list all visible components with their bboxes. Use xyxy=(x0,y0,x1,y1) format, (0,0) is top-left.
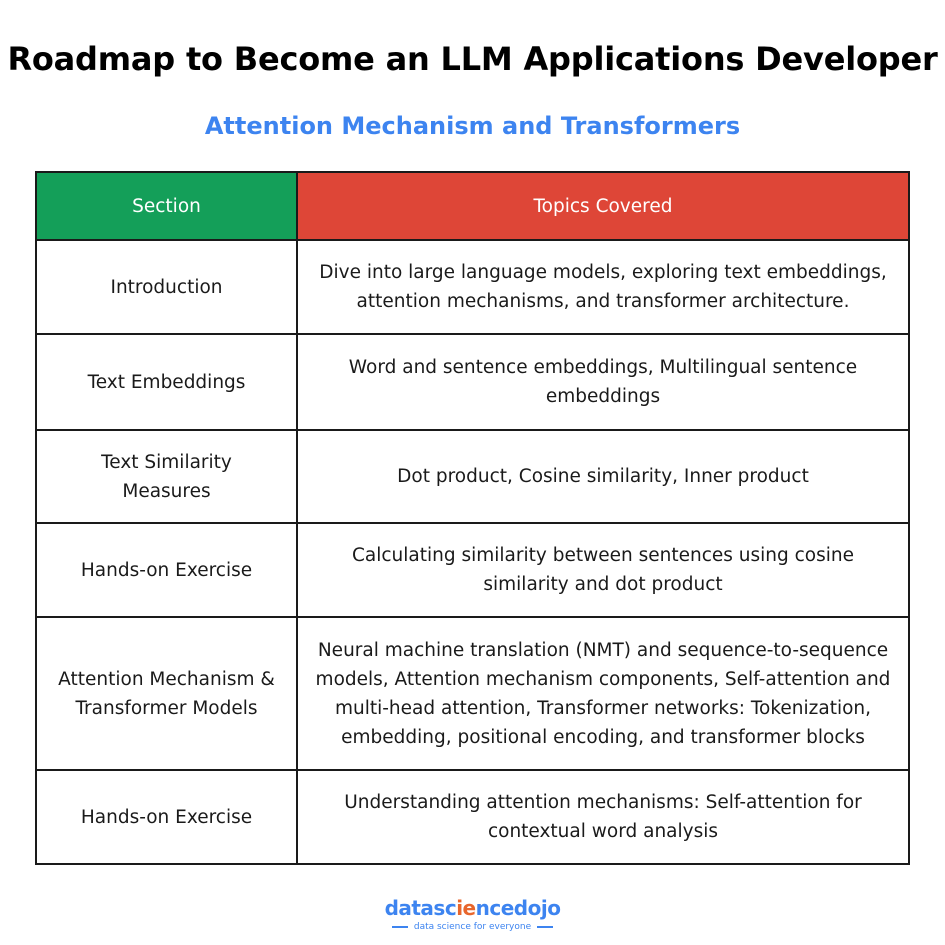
table-row: Text Embeddings Word and sentence embedd… xyxy=(35,333,910,431)
tagline-text: data science for everyone xyxy=(413,922,532,932)
table-row: Hands-on Exercise Understanding attentio… xyxy=(35,769,910,865)
logo-word-accent: ie xyxy=(456,896,476,920)
section-cell: Hands-on Exercise xyxy=(35,522,298,618)
topics-cell: Neural machine translation (NMT) and seq… xyxy=(296,616,910,771)
section-cell: Hands-on Exercise xyxy=(35,769,298,865)
table-row: Text Similarity Measures Dot product, Co… xyxy=(35,429,910,524)
tagline-divider-right xyxy=(537,926,554,928)
brand-logo: datasciencedojo data science for everyon… xyxy=(0,896,945,932)
topics-cell: Word and sentence embeddings, Multilingu… xyxy=(296,333,910,431)
section-cell: Attention Mechanism & Transformer Models xyxy=(35,616,298,771)
section-cell: Text Similarity Measures xyxy=(35,429,298,524)
table-row: Attention Mechanism & Transformer Models… xyxy=(35,616,910,771)
tagline-divider-left xyxy=(391,926,408,928)
section-cell: Text Embeddings xyxy=(35,333,298,431)
page-title: Roadmap to Become an LLM Applications De… xyxy=(7,40,938,78)
header-section: Section xyxy=(35,171,298,241)
topics-cell: Dot product, Cosine similarity, Inner pr… xyxy=(296,429,910,524)
topics-cell: Understanding attention mechanisms: Self… xyxy=(296,769,910,865)
roadmap-table: Section Topics Covered Introduction Dive… xyxy=(35,171,910,865)
page-subtitle: Attention Mechanism and Transformers xyxy=(204,112,741,140)
logo-word-part1: datasc xyxy=(384,896,457,920)
topics-cell: Calculating similarity between sentences… xyxy=(296,522,910,618)
logo-word-part2: ncedojo xyxy=(475,896,561,920)
logo-tagline: data science for everyone xyxy=(0,922,945,932)
logo-wordmark: datasciencedojo xyxy=(0,896,945,920)
topics-cell: Dive into large language models, explori… xyxy=(296,239,910,335)
header-topics: Topics Covered xyxy=(296,171,910,241)
table-row: Hands-on Exercise Calculating similarity… xyxy=(35,522,910,618)
table-row: Introduction Dive into large language mo… xyxy=(35,239,910,335)
table-header-row: Section Topics Covered xyxy=(35,171,910,241)
section-cell: Introduction xyxy=(35,239,298,335)
